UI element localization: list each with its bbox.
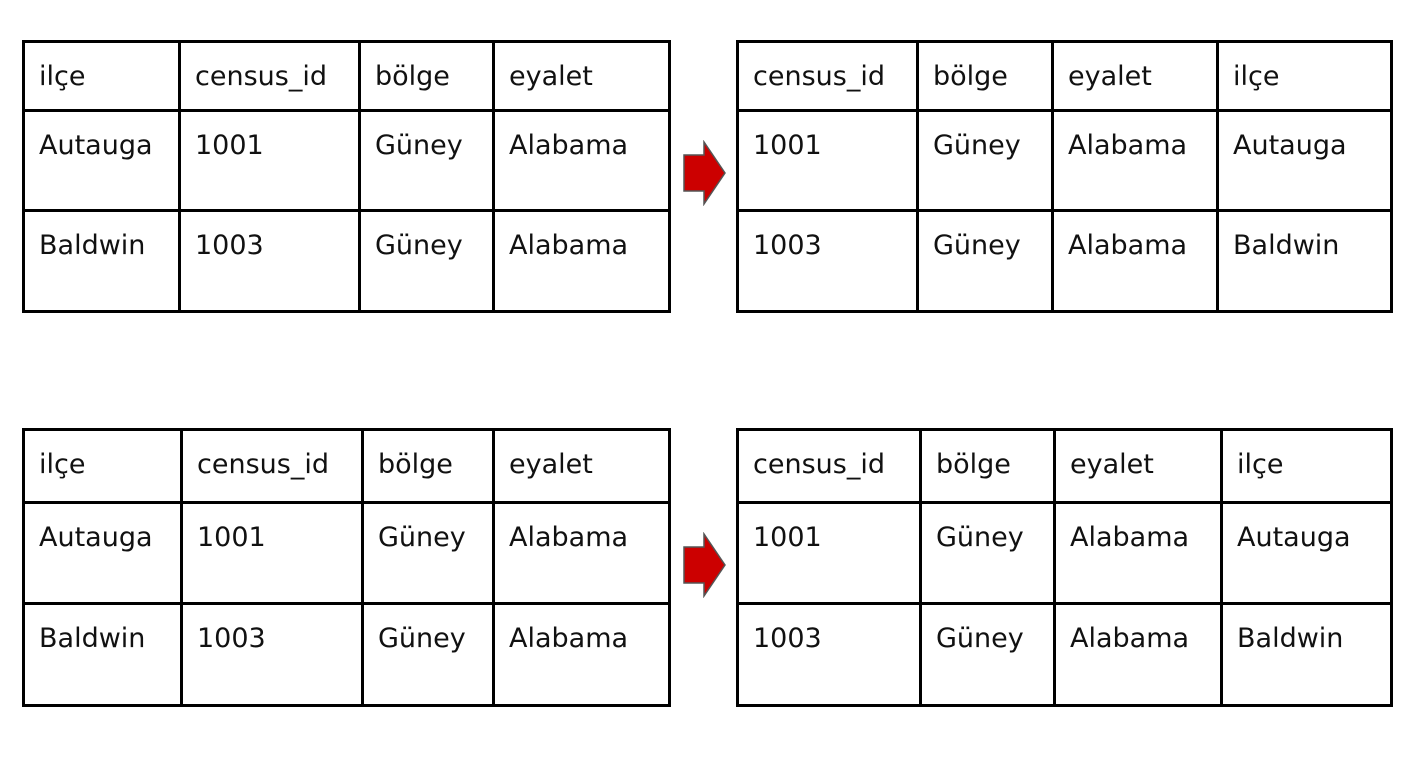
table-cell: Güney (361, 602, 495, 707)
table-cell: Alabama (492, 602, 671, 707)
table-cell: Autauga (22, 109, 181, 212)
table-cell: Baldwin (1216, 209, 1393, 313)
column-header: eyalet (1053, 428, 1223, 504)
right-arrow-icon (683, 140, 726, 206)
table-cell: Autauga (22, 501, 183, 605)
right-arrow-icon (683, 532, 726, 598)
column-header: ilçe (1220, 428, 1393, 504)
table-cell: 1003 (736, 209, 919, 313)
table-cell: 1001 (178, 109, 361, 212)
column-header: eyalet (492, 40, 671, 112)
column-header: census_id (736, 428, 922, 504)
table-cell: 1003 (180, 602, 364, 707)
column-header: bölge (358, 40, 495, 112)
table-cell: Güney (919, 602, 1056, 707)
column-header: ilçe (22, 428, 183, 504)
column-header: bölge (919, 428, 1056, 504)
table-cell: Alabama (1053, 602, 1223, 707)
column-header: ilçe (1216, 40, 1393, 112)
column-header: census_id (180, 428, 364, 504)
column-header: census_id (736, 40, 919, 112)
table-cell: Alabama (492, 109, 671, 212)
table-cell: 1001 (180, 501, 364, 605)
table-cell: Autauga (1220, 501, 1393, 605)
column-header: census_id (178, 40, 361, 112)
column-header: eyalet (492, 428, 671, 504)
table-cell: Alabama (492, 501, 671, 605)
table-cell: Baldwin (22, 209, 181, 313)
table-cell: Güney (361, 501, 495, 605)
table-cell: Alabama (492, 209, 671, 313)
table-cell: Baldwin (22, 602, 183, 707)
table-cell: Baldwin (1220, 602, 1393, 707)
table-cell: Alabama (1051, 109, 1219, 212)
table-cell: Alabama (1051, 209, 1219, 313)
table-cell: 1003 (178, 209, 361, 313)
table-cell: Alabama (1053, 501, 1223, 605)
table-cell: Güney (916, 209, 1054, 313)
column-header: bölge (916, 40, 1054, 112)
table-cell: 1003 (736, 602, 922, 707)
table-cell: Autauga (1216, 109, 1393, 212)
column-header: bölge (361, 428, 495, 504)
table-cell: Güney (358, 109, 495, 212)
table-cell: Güney (916, 109, 1054, 212)
table-cell: Güney (358, 209, 495, 313)
table-cell: Güney (919, 501, 1056, 605)
table-cell: 1001 (736, 109, 919, 212)
column-header: eyalet (1051, 40, 1219, 112)
column-header: ilçe (22, 40, 181, 112)
table-cell: 1001 (736, 501, 922, 605)
